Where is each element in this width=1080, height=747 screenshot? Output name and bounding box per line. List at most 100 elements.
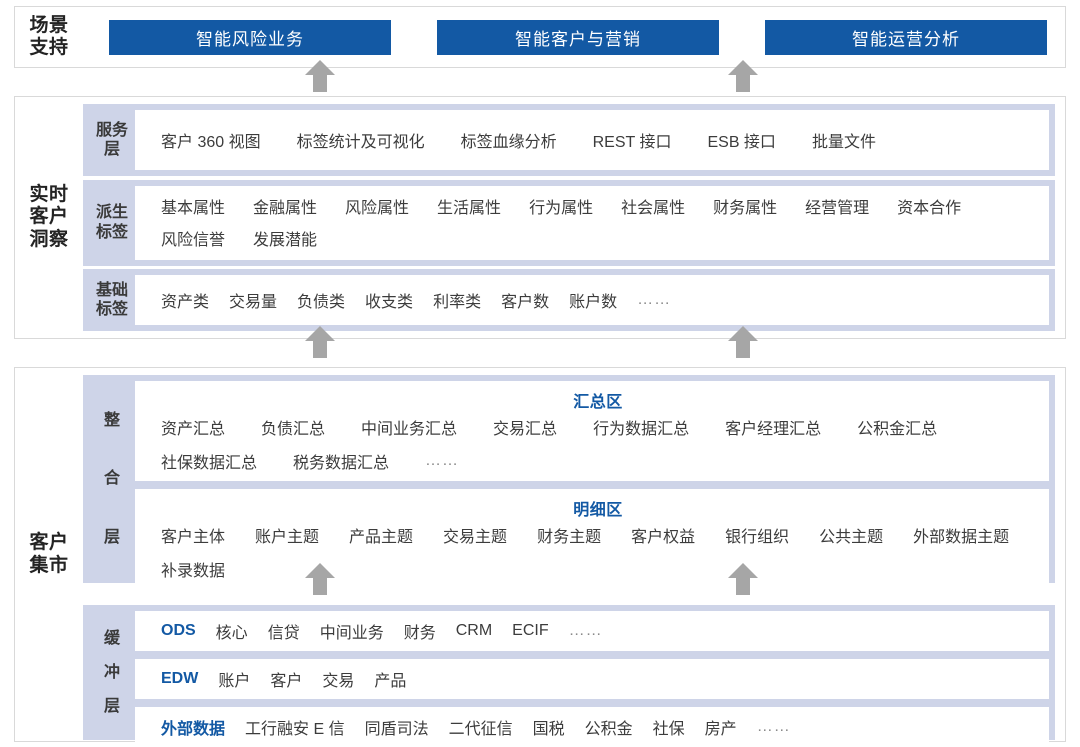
mart-layer-stack: 整 合 层 汇总区 资产汇总 负债汇总 中间业务汇总 交易汇总 行为数据汇总	[83, 368, 1065, 747]
chip-tongdun-judicial[interactable]: 同盾司法	[364, 721, 429, 738]
chip-esb-interface[interactable]: ESB 接口	[707, 133, 776, 151]
chip-customer-360-view[interactable]: 客户 360 视图	[161, 133, 261, 151]
arrow-up-insight-to-scenario-right	[726, 58, 760, 92]
chip-transaction-summary[interactable]: 交易汇总	[493, 421, 558, 438]
chip-customer-entity[interactable]: 客户主体	[161, 529, 226, 546]
chip-intermediary-business[interactable]: 中间业务	[319, 625, 384, 642]
section-caption-mart: 客户 集市	[29, 532, 69, 576]
layer-group-basic-tags: 基础 标签 资产类 交易量 负债类 收支类 利率类 客户数 账户数 ……	[83, 269, 1055, 331]
chip-income-expense-class[interactable]: 收支类	[365, 293, 414, 311]
chip-risk-reputation[interactable]: 风险信誉	[161, 232, 226, 249]
scenario-button-operations-analysis[interactable]: 智能运营分析	[765, 19, 1047, 55]
arrow-up-mart-to-insight-left	[303, 324, 337, 358]
chip-row-detail-zone: 客户主体 账户主题 产品主题 交易主题 财务主题 客户权益 银行组织 公共主题 …	[161, 523, 1035, 581]
chip-behavior-data-summary[interactable]: 行为数据汇总	[593, 421, 690, 438]
chip-risk-attribute[interactable]: 风险属性	[345, 200, 410, 217]
layer-label-integration: 整 合 层	[89, 381, 135, 577]
chip-basic-attribute[interactable]: 基本属性	[161, 200, 226, 217]
chip-ods[interactable]: ODS	[161, 622, 196, 639]
chip-row-basic-tags: 资产类 交易量 负债类 收支类 利率类 客户数 账户数 ……	[161, 288, 671, 312]
layer-label-integration-char-3: 层	[103, 529, 120, 547]
chip-liability-summary[interactable]: 负债汇总	[261, 421, 326, 438]
section-caption-scenario: 场景 支持	[29, 14, 69, 58]
layer-label-service: 服务 层	[95, 121, 128, 158]
chip-icbc-rongan-e-xin[interactable]: 工行融安 E 信	[245, 721, 345, 738]
chip-tag-stats-visualization[interactable]: 标签统计及可视化	[296, 133, 425, 151]
chip-real-estate[interactable]: 房产	[704, 721, 737, 738]
chip-capital-cooperation[interactable]: 资本合作	[897, 200, 962, 217]
chip-account[interactable]: 账户	[218, 673, 251, 690]
chip-edw[interactable]: EDW	[161, 670, 199, 687]
chip-public-subject[interactable]: 公共主题	[819, 529, 884, 546]
pane-ods-row: ODS 核心 信贷 中间业务 财务 CRM ECIF ……	[135, 611, 1049, 651]
chip-supplementary-data[interactable]: 补录数据	[161, 563, 226, 580]
chip-life-attribute[interactable]: 生活属性	[437, 200, 502, 217]
chip-behavior-attribute[interactable]: 行为属性	[529, 200, 594, 217]
chip-product[interactable]: 产品	[374, 673, 407, 690]
chip-finance[interactable]: 财务	[403, 625, 436, 642]
chip-row-edw: EDW 账户 客户 交易 产品	[161, 667, 406, 691]
section-realtime-customer-insight: 实时 客户 洞察 服务 层 客户 360 视图 标签统计及可视化 标签血缘分析 …	[14, 96, 1066, 339]
chip-account-subject[interactable]: 账户主题	[255, 529, 320, 546]
chip-financial-attribute[interactable]: 金融属性	[253, 200, 318, 217]
chip-ecif[interactable]: ECIF	[512, 622, 549, 639]
chip-second-gen-credit-report[interactable]: 二代征信	[448, 721, 513, 738]
layer-group-service: 服务 层 客户 360 视图 标签统计及可视化 标签血缘分析 REST 接口 E…	[83, 104, 1055, 176]
pane-basic-tag-items: 资产类 交易量 负债类 收支类 利率类 客户数 账户数 ……	[135, 275, 1049, 325]
layer-group-derived-tags: 派生 标签 基本属性 金融属性 风险属性 生活属性 行为属性 社会属性 财务属性…	[83, 179, 1055, 266]
chip-development-potential[interactable]: 发展潜能	[253, 232, 318, 249]
chip-transaction-subject[interactable]: 交易主题	[443, 529, 508, 546]
chip-interest-rate-class[interactable]: 利率类	[433, 293, 482, 311]
chip-housing-fund[interactable]: 公积金	[584, 721, 633, 738]
pane-edw-row: EDW 账户 客户 交易 产品	[135, 659, 1049, 699]
chip-transaction-volume[interactable]: 交易量	[229, 293, 278, 311]
chip-row-external-data: 外部数据 工行融安 E 信 同盾司法 二代征信 国税 公积金 社保 房产 ……	[161, 715, 791, 739]
chip-rest-interface[interactable]: REST 接口	[592, 133, 672, 151]
chip-tax-data-summary[interactable]: 税务数据汇总	[293, 455, 390, 472]
chip-customer-rights[interactable]: 客户权益	[631, 529, 696, 546]
scenario-button-customer-marketing[interactable]: 智能客户与营销	[437, 19, 719, 55]
chip-finance-attribute[interactable]: 财务属性	[713, 200, 778, 217]
scenario-button-row: 智能风险业务 智能客户与营销 智能运营分析	[83, 7, 1065, 67]
chip-housing-fund-summary[interactable]: 公积金汇总	[857, 421, 938, 438]
chip-row-derived-tags: 基本属性 金融属性 风险属性 生活属性 行为属性 社会属性 财务属性 经营管理 …	[161, 194, 1035, 250]
chip-tag-lineage-analysis[interactable]: 标签血缘分析	[460, 133, 557, 151]
chip-ellipsis-basic-tags: ……	[637, 290, 672, 308]
chip-social-security-data-summary[interactable]: 社保数据汇总	[161, 455, 258, 472]
layer-label-integration-char-2: 合	[103, 470, 120, 488]
chip-external-data[interactable]: 外部数据	[161, 721, 226, 738]
chip-transaction[interactable]: 交易	[322, 673, 355, 690]
chip-asset-summary[interactable]: 资产汇总	[161, 421, 226, 438]
chip-liability-class[interactable]: 负债类	[297, 293, 346, 311]
arrow-up-mart-to-insight-right	[726, 324, 760, 358]
layer-group-buffer: 缓 冲 层 ODS 核心 信贷 中间业务 财务 CRM	[83, 605, 1055, 747]
scenario-button-risk[interactable]: 智能风险业务	[109, 19, 391, 55]
chip-external-data-subject[interactable]: 外部数据主题	[913, 529, 1010, 546]
chip-account-manager-summary[interactable]: 客户经理汇总	[725, 421, 822, 438]
chip-batch-file[interactable]: 批量文件	[811, 133, 876, 151]
chip-customer-count[interactable]: 客户数	[501, 293, 550, 311]
chip-product-subject[interactable]: 产品主题	[349, 529, 414, 546]
pane-title-summary-zone: 汇总区	[573, 394, 623, 411]
chip-core[interactable]: 核心	[215, 625, 248, 642]
chip-social-security[interactable]: 社保	[652, 721, 685, 738]
chip-credit[interactable]: 信贷	[267, 625, 300, 642]
section-caption-insight: 实时 客户 洞察	[29, 184, 69, 250]
chip-social-attribute[interactable]: 社会属性	[621, 200, 686, 217]
chip-crm[interactable]: CRM	[455, 622, 493, 639]
chip-finance-subject[interactable]: 财务主题	[537, 529, 602, 546]
chip-account-count[interactable]: 账户数	[569, 293, 618, 311]
arrow-up-buffer-to-integration-right	[726, 561, 760, 595]
section-scenario-support: 场景 支持 智能风险业务 智能客户与营销 智能运营分析	[14, 6, 1066, 68]
arrow-up-insight-to-scenario-left	[303, 58, 337, 92]
pane-detail-zone: 明细区 客户主体 账户主题 产品主题 交易主题 财务主题 客户权益 银行组织 公…	[135, 489, 1049, 589]
pane-title-detail-zone: 明细区	[573, 502, 623, 519]
chip-national-tax[interactable]: 国税	[532, 721, 565, 738]
chip-asset-class[interactable]: 资产类	[161, 293, 210, 311]
chip-bank-organization[interactable]: 银行组织	[725, 529, 790, 546]
chip-customer[interactable]: 客户	[270, 673, 303, 690]
layer-label-buffer: 缓 冲 层	[89, 611, 135, 734]
chip-intermediary-business-summary[interactable]: 中间业务汇总	[361, 421, 458, 438]
chip-business-management[interactable]: 经营管理	[805, 200, 870, 217]
